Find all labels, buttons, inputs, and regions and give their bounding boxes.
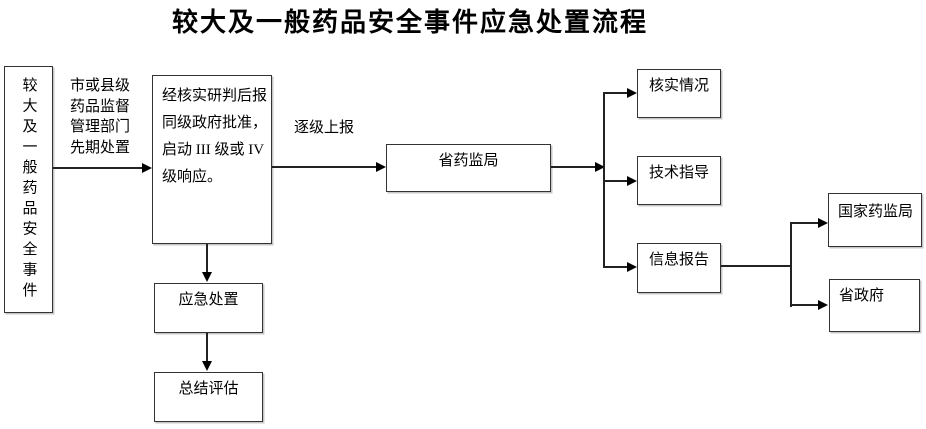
arrowhead-event-to-response (142, 163, 152, 173)
arrowhead-response-to-emergency (202, 272, 212, 282)
response-box: 经核实研判后报 同级政府批准， 启动 III 级或 IV 级响应。 (152, 75, 272, 244)
arrowhead-branch-to-guidance (627, 176, 637, 186)
initial-disposal-label: 市或县级 药品监督 管理部门 先期处置 (70, 78, 131, 156)
event-box: 较大及一般药品安全事件 (4, 66, 53, 313)
connector-province-drug-to-branch (551, 166, 595, 168)
page-title: 较大及一般药品安全事件应急处置流程 (172, 8, 649, 37)
arrowhead-province-drug-to-branch (595, 162, 605, 172)
connector-response-to-province-drug (272, 166, 376, 168)
arrowhead-branch-to-provgov (818, 300, 828, 310)
national-drug-admin-box: 国家药监局 (828, 193, 922, 247)
escalate-label: 逐级上报 (294, 120, 355, 136)
arrowhead-branch-to-national (818, 218, 828, 228)
summary-evaluation-box: 总结评估 (154, 372, 263, 422)
arrowhead-branch-to-info (627, 262, 637, 272)
emergency-disposal-box: 应急处置 (154, 283, 263, 333)
arrowhead-branch-to-verify (627, 88, 637, 98)
connector-info-to-branch (721, 265, 792, 267)
event-box-label: 较大及一般药品安全事件 (20, 77, 37, 303)
arrowhead-response-to-province-drug (376, 162, 386, 172)
connector-branch-to-national (791, 222, 818, 224)
connector-branch-to-verify (604, 92, 627, 94)
arrowhead-emergency-to-summary (202, 361, 212, 371)
info-report-box: 信息报告 (637, 243, 721, 293)
connector-branch-to-guidance (604, 180, 627, 182)
province-government-box: 省政府 (829, 279, 920, 332)
connector-branch-to-info (604, 266, 627, 268)
guidance-box: 技术指导 (637, 156, 721, 205)
province-drug-admin-box: 省药监局 (386, 144, 551, 192)
connector-response-to-emergency (206, 244, 208, 273)
branch-line-vertical (603, 92, 605, 268)
verify-box: 核实情况 (637, 69, 721, 118)
connector-emergency-to-summary (206, 333, 208, 362)
connector-event-to-response (53, 167, 143, 169)
branch-line-vertical-right (790, 222, 792, 307)
connector-branch-to-provgov (791, 304, 818, 306)
